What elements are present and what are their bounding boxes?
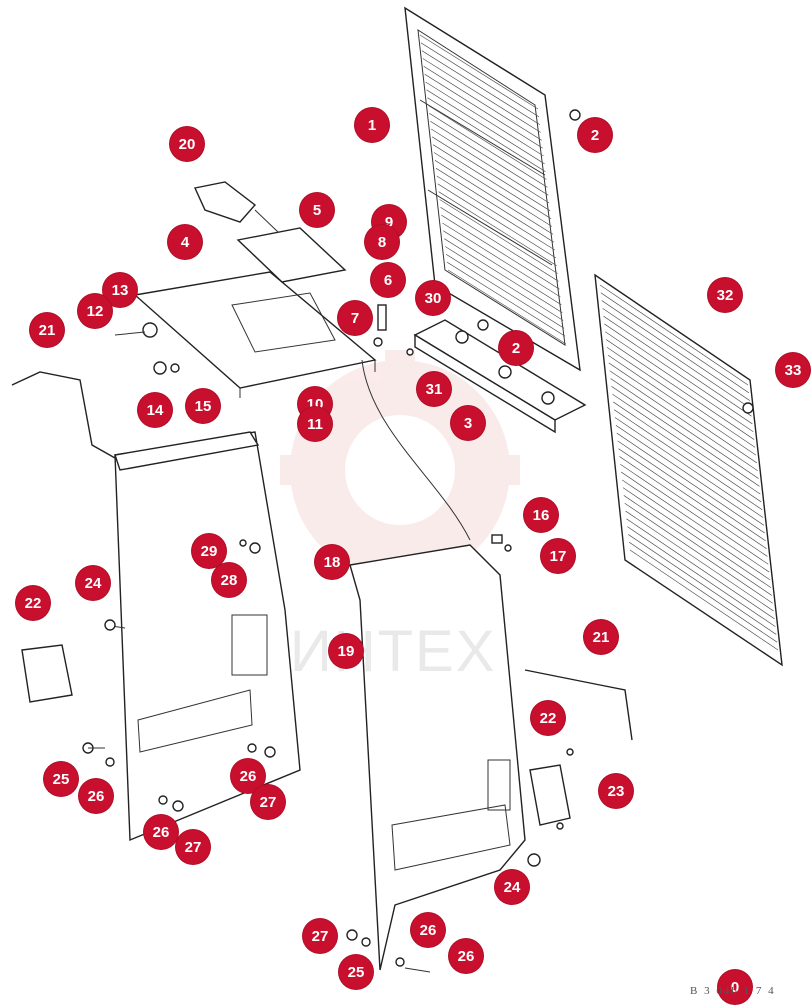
callout-4: 4 xyxy=(168,225,202,259)
top-frame xyxy=(133,271,377,398)
center-side-panel xyxy=(349,544,526,971)
callout-23: 23 xyxy=(599,774,633,808)
callout-26: 26 xyxy=(231,759,265,793)
gasket-right xyxy=(529,764,571,826)
callout-27: 27 xyxy=(251,785,285,819)
watermark-text: ИНТЕХ xyxy=(290,619,497,684)
callout-2: 2 xyxy=(578,118,612,152)
callout-18: 18 xyxy=(315,545,349,579)
callout-26: 26 xyxy=(411,913,445,947)
callout-0: 0 xyxy=(718,970,752,1004)
callout-21: 21 xyxy=(584,620,618,654)
callout-16: 16 xyxy=(524,498,558,532)
callout-22: 22 xyxy=(531,701,565,735)
callout-14: 14 xyxy=(138,393,172,427)
cable xyxy=(361,359,471,541)
callout-26: 26 xyxy=(79,779,113,813)
callout-26: 26 xyxy=(144,815,178,849)
fasteners xyxy=(82,109,754,973)
callout-25: 25 xyxy=(339,955,373,989)
callout-27: 27 xyxy=(303,919,337,953)
callout-1: 1 xyxy=(355,108,389,142)
bracket-plate xyxy=(413,319,587,434)
callout-25: 25 xyxy=(44,762,78,796)
left-side-panel xyxy=(114,431,301,842)
tube-right xyxy=(524,669,633,741)
callout-6: 6 xyxy=(371,263,405,297)
callout-24: 24 xyxy=(495,870,529,904)
callout-24: 24 xyxy=(76,566,110,600)
callout-7: 7 xyxy=(338,301,372,335)
callout-12: 12 xyxy=(78,294,112,328)
callout-30: 30 xyxy=(416,281,450,315)
callout-20: 20 xyxy=(170,127,204,161)
callout-31: 31 xyxy=(417,372,451,406)
callout-21: 21 xyxy=(30,313,64,347)
callout-19: 19 xyxy=(329,634,363,668)
callout-15: 15 xyxy=(186,389,220,423)
callout-11: 11 xyxy=(298,407,332,441)
cover-plate xyxy=(236,227,347,283)
callout-5: 5 xyxy=(300,193,334,227)
callout-32: 32 xyxy=(708,278,742,312)
callout-17: 17 xyxy=(541,539,575,573)
drawing-code: B 3 04b 1 7 4 xyxy=(690,985,776,997)
callout-29: 29 xyxy=(192,534,226,568)
latch xyxy=(193,181,279,233)
callout-27: 27 xyxy=(176,830,210,864)
callout-22: 22 xyxy=(16,586,50,620)
radiator-screen xyxy=(594,273,783,667)
grille-panel xyxy=(404,6,581,372)
callout-28: 28 xyxy=(212,563,246,597)
tube-left xyxy=(11,371,116,459)
callout-8: 8 xyxy=(365,225,399,259)
callout-2: 2 xyxy=(499,331,533,365)
callout-26: 26 xyxy=(449,939,483,973)
callout-33: 33 xyxy=(776,353,810,387)
gasket-left xyxy=(21,644,73,703)
callout-3: 3 xyxy=(451,406,485,440)
